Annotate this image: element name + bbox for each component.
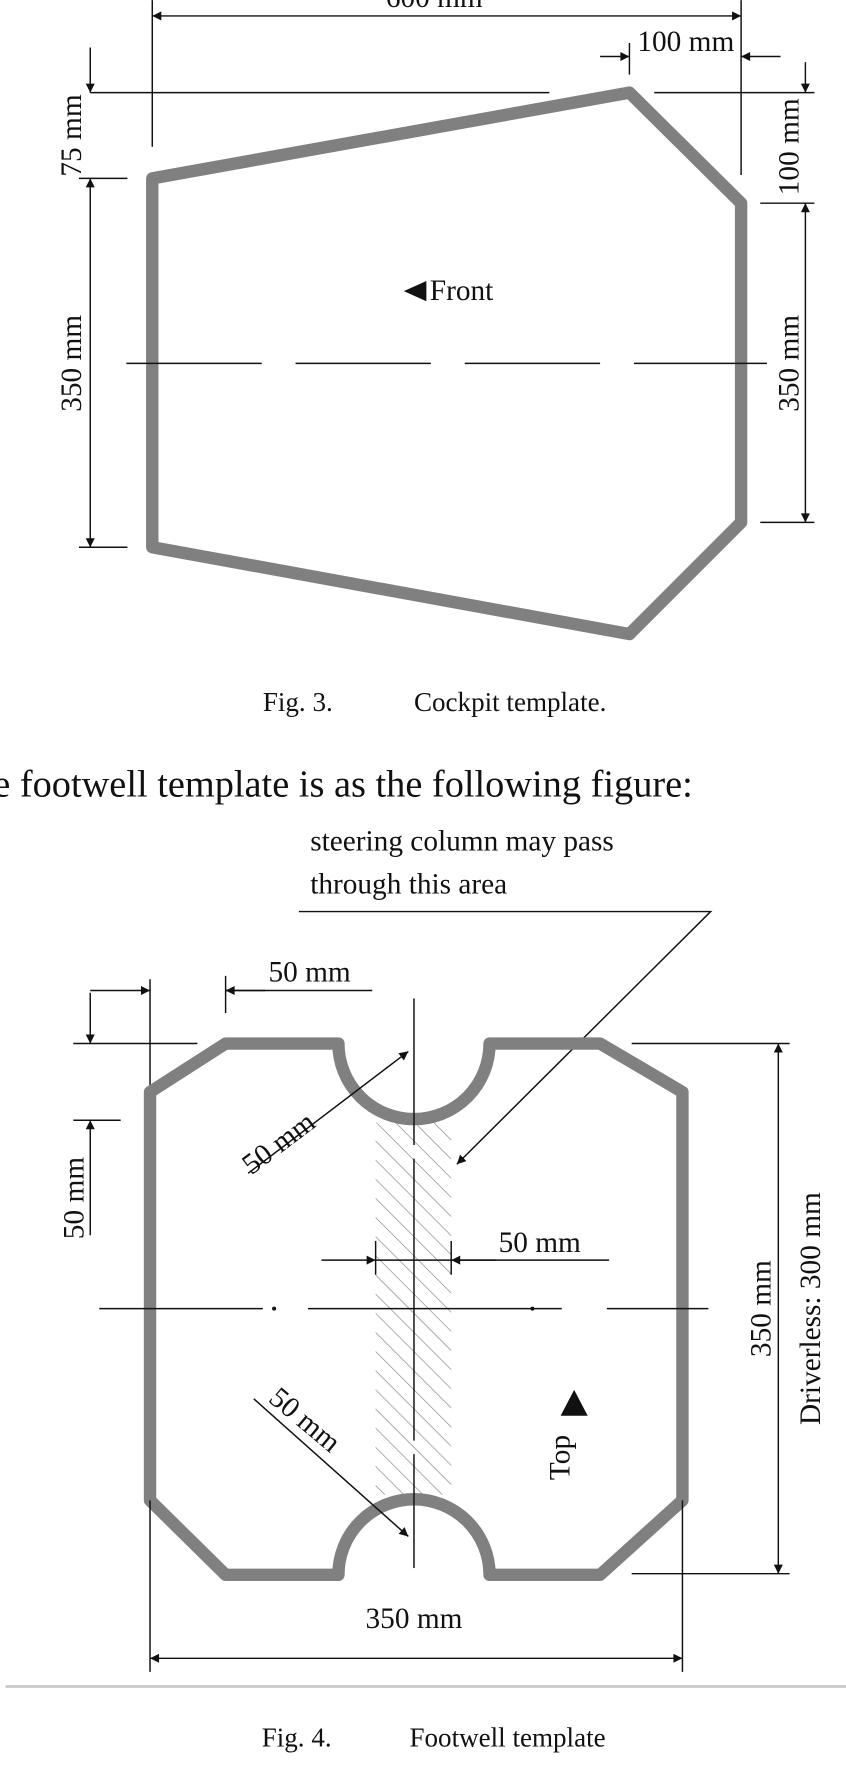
footwell-caption-text: Footwell template — [409, 1722, 605, 1752]
chamfer-vertical-label: 50 mm — [58, 1157, 90, 1239]
cockpit-left-height-label: 350 mm — [56, 315, 88, 412]
cockpit-caption-text: Cockpit template. — [414, 687, 606, 717]
body-paragraph: e footwell template is as the following … — [0, 764, 693, 806]
cockpit-outline — [146, 86, 748, 641]
footwell-height-label: 350 mm — [745, 1260, 777, 1357]
top-label: Top — [545, 1435, 577, 1480]
lower-radius-label: 50 mm — [263, 1381, 347, 1459]
footwell-outline — [143, 1037, 689, 1582]
front-label: Front — [430, 275, 494, 307]
footwell-width-label: 350 mm — [366, 1603, 463, 1635]
front-arrow-icon — [403, 281, 427, 302]
column-width-label: 50 mm — [499, 1227, 581, 1259]
cockpit-width-label: 600 mm — [386, 0, 483, 14]
footwell-template-figure: steering column may pass through this ar… — [5, 826, 846, 1752]
driverless-height-label: Driverless: 300 mm — [795, 1192, 827, 1425]
cockpit-offset-label: 100 mm — [637, 26, 734, 58]
upper-radius-label: 50 mm — [236, 1106, 321, 1181]
footwell-caption-number: Fig. 4. — [262, 1722, 332, 1752]
top-arrow-icon — [560, 1389, 588, 1416]
chamfer-horizontal-label: 50 mm — [268, 956, 350, 988]
cockpit-right-top-label: 100 mm — [774, 98, 806, 195]
cockpit-template-figure: 600 mm 100 mm 75 mm 350 mm 100 mm 350 mm… — [56, 0, 815, 717]
steering-note-line2: through this area — [310, 869, 507, 901]
cockpit-left-top-label: 75 mm — [56, 94, 88, 176]
cockpit-right-height-label: 350 mm — [774, 315, 806, 412]
steering-note-line1: steering column may pass — [310, 826, 614, 858]
cockpit-caption-number: Fig. 3. — [263, 687, 333, 717]
